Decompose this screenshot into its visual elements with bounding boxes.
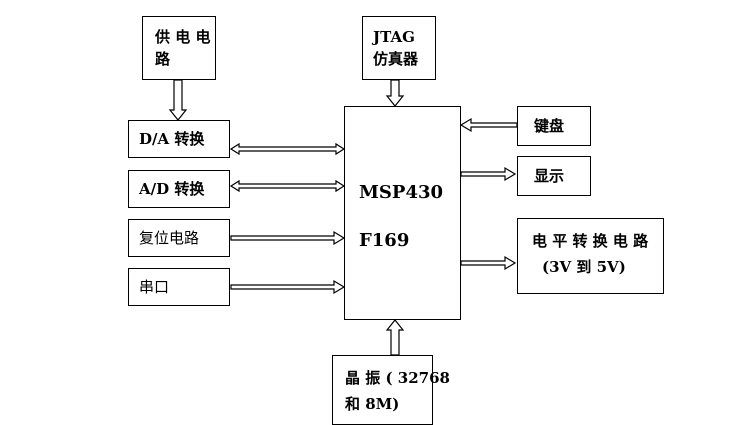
jtag-emulator-box: JTAG 仿真器 (362, 16, 436, 80)
ad-converter-label: A/D 转换 (139, 180, 205, 198)
arrow-power-to-da (168, 79, 188, 121)
mcu-label-line2: F169 (359, 230, 410, 251)
da-converter-box: D/A 转换 (128, 120, 230, 158)
level-shift-label-line2: (3V 到 5V) (542, 258, 626, 276)
arrow-crystal-to-mcu (385, 319, 405, 356)
ad-converter-box: A/D 转换 (128, 170, 230, 208)
display-box: 显示 (517, 156, 591, 196)
reset-circuit-box: 复位电路 (128, 219, 230, 257)
mcu-box: MSP430 F169 (344, 106, 461, 320)
arrow-da-mcu (229, 142, 346, 156)
power-supply-label-line1: 供 电 电 (155, 28, 211, 46)
reset-circuit-label: 复位电路 (139, 229, 200, 247)
power-supply-box: 供 电 电 路 (142, 16, 216, 80)
power-supply-label-line2: 路 (155, 50, 171, 68)
crystal-label-line1: 晶 振 ( 32768 (345, 369, 450, 387)
serial-port-box: 串口 (128, 268, 230, 306)
arrow-jtag-to-mcu (385, 79, 405, 107)
arrow-keyboard-to-mcu (459, 117, 518, 133)
mcu-label-line1: MSP430 (359, 182, 444, 203)
jtag-label-line1: JTAG (373, 28, 415, 46)
serial-port-label: 串口 (139, 278, 170, 296)
crystal-oscillator-box: 晶 振 ( 32768 和 8M) (332, 355, 450, 425)
keyboard-label: 键盘 (534, 117, 565, 135)
arrow-serial-to-mcu (230, 279, 346, 295)
level-shift-box: 电 平 转 换 电 路 (3V 到 5V) (517, 218, 664, 294)
level-shift-label-line1: 电 平 转 换 电 路 (532, 232, 649, 250)
arrow-reset-to-mcu (230, 230, 346, 246)
jtag-label-line2: 仿真器 (373, 50, 419, 68)
da-converter-label: D/A 转换 (139, 130, 205, 148)
crystal-label-line2: 和 8M) (345, 395, 400, 413)
display-label: 显示 (534, 167, 565, 185)
keyboard-box: 键盘 (517, 106, 591, 146)
arrow-mcu-to-display (460, 166, 517, 182)
arrow-ad-mcu (229, 179, 346, 193)
arrow-mcu-to-level-shift (460, 255, 517, 271)
